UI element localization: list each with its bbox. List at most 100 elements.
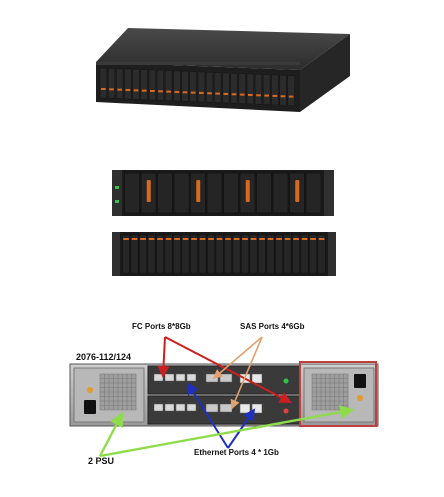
drive-slot-3d — [197, 71, 205, 103]
psu-label: 2 PSU — [88, 456, 115, 466]
lff-drive-bays — [124, 172, 322, 214]
sff-drive-latch — [165, 238, 172, 240]
model-label: 2076-112/124 — [76, 352, 132, 362]
psu-arrows — [98, 405, 355, 458]
lff-drive-bay — [157, 172, 173, 214]
sff-drive-bay — [275, 234, 283, 274]
fc-port — [186, 403, 197, 412]
rear-chassis — [69, 361, 379, 427]
sff-drive-bay — [139, 234, 147, 274]
drive-slot-3d — [107, 68, 116, 99]
lff-status-led — [115, 186, 119, 189]
drive-slot-3d — [238, 73, 246, 104]
fc-port — [186, 373, 197, 382]
sff-drive-latch — [267, 238, 274, 240]
fc-arrows — [157, 336, 292, 403]
drive-latch-3d — [231, 93, 237, 96]
drive-latch-3d — [248, 93, 253, 96]
sff-drive-bay — [224, 234, 232, 274]
drive-latch-3d — [150, 89, 155, 92]
storage-enclosure-3d — [96, 28, 350, 112]
drive-slot-3d — [116, 68, 124, 99]
sff-drive-latch — [250, 238, 257, 240]
psu-left-power-inlet — [84, 400, 96, 414]
psu-right-power-inlet — [354, 374, 366, 388]
sff-drive-bay — [309, 234, 317, 274]
drive-latch-3d — [101, 88, 106, 90]
sff-drive-bay — [207, 234, 215, 274]
lff-drive-handle — [196, 180, 201, 202]
canister-status-led — [283, 378, 289, 384]
drive-slot-3d — [279, 75, 287, 106]
drive-slot-3d — [263, 74, 271, 105]
sff-front-panel — [112, 232, 336, 276]
sff-drive-latch — [191, 238, 197, 240]
drive-latch-3d — [288, 95, 294, 98]
sff-drive-latch — [131, 238, 138, 240]
sff-drive-bay — [156, 234, 164, 274]
drive-slot-3d — [230, 73, 238, 104]
drive-slot-3d — [222, 72, 230, 104]
lff-drive-handle — [146, 180, 151, 202]
sff-drive-bays — [122, 234, 326, 274]
fc-port — [175, 403, 186, 412]
lff-power-led — [115, 200, 119, 203]
lff-drive-handle — [245, 180, 250, 202]
fc-port — [153, 403, 164, 412]
sff-drive-latch — [199, 238, 206, 240]
psu-left-led — [87, 387, 93, 393]
lff-front-panel — [112, 170, 334, 216]
drive-latch-3d — [272, 94, 278, 97]
drive-latch-3d — [256, 94, 261, 97]
drive-latch-3d — [117, 88, 122, 91]
sff-drive-latch — [284, 238, 291, 240]
fc-port — [164, 373, 175, 382]
sff-drive-latch — [259, 238, 265, 240]
sas-port — [219, 403, 233, 413]
fc-port — [175, 373, 186, 382]
sff-drive-bay — [258, 234, 266, 274]
sff-drive-bay — [147, 234, 156, 274]
drive-slot-3d — [124, 68, 132, 100]
sff-drive-bay — [181, 234, 190, 274]
sff-drive-latch — [140, 238, 146, 240]
drive-slot-3d — [214, 72, 222, 103]
drive-slot-3d — [156, 70, 165, 101]
sff-drive-bay — [173, 234, 181, 274]
sff-drive-bay — [190, 234, 198, 274]
fc-port — [153, 373, 164, 382]
drive-slot-3d — [189, 71, 197, 102]
ethernet-port — [251, 373, 263, 384]
sff-drive-latch — [208, 238, 214, 240]
lff-drive-bay — [206, 172, 223, 214]
drive-latch-3d — [280, 95, 286, 98]
sff-drive-bay — [292, 234, 300, 274]
drive-latch-3d — [223, 92, 229, 95]
lff-drive-bay — [124, 172, 140, 214]
drive-latch-3d — [239, 93, 245, 96]
enclosure-front-bays — [99, 67, 295, 106]
enclosure-top-face — [96, 28, 350, 70]
sff-drive-latch — [157, 238, 163, 240]
sff-drive-latch — [148, 238, 155, 240]
sff-right-ear — [328, 232, 336, 276]
sff-drive-bay — [249, 234, 258, 274]
lff-drive-bay — [305, 172, 322, 214]
drive-latch-3d — [182, 91, 188, 94]
sff-drive-latch — [242, 238, 248, 240]
drive-latch-3d — [190, 91, 196, 94]
sff-drive-bay — [232, 234, 241, 274]
drive-latch-3d — [125, 88, 131, 91]
sff-drive-bay — [266, 234, 275, 274]
lff-drive-bay — [223, 172, 239, 214]
ethernet-port — [239, 403, 251, 414]
sff-drive-latch — [233, 238, 240, 240]
sas-ports-label: SAS Ports 4*6Gb — [240, 322, 305, 331]
drive-latch-3d — [158, 90, 163, 93]
lff-right-ear — [324, 170, 334, 216]
lff-left-ear — [112, 170, 122, 216]
drive-latch-3d — [207, 92, 212, 95]
lff-drive-bay — [173, 172, 190, 214]
drive-latch-3d — [133, 89, 139, 92]
drive-slot-3d — [181, 71, 189, 102]
